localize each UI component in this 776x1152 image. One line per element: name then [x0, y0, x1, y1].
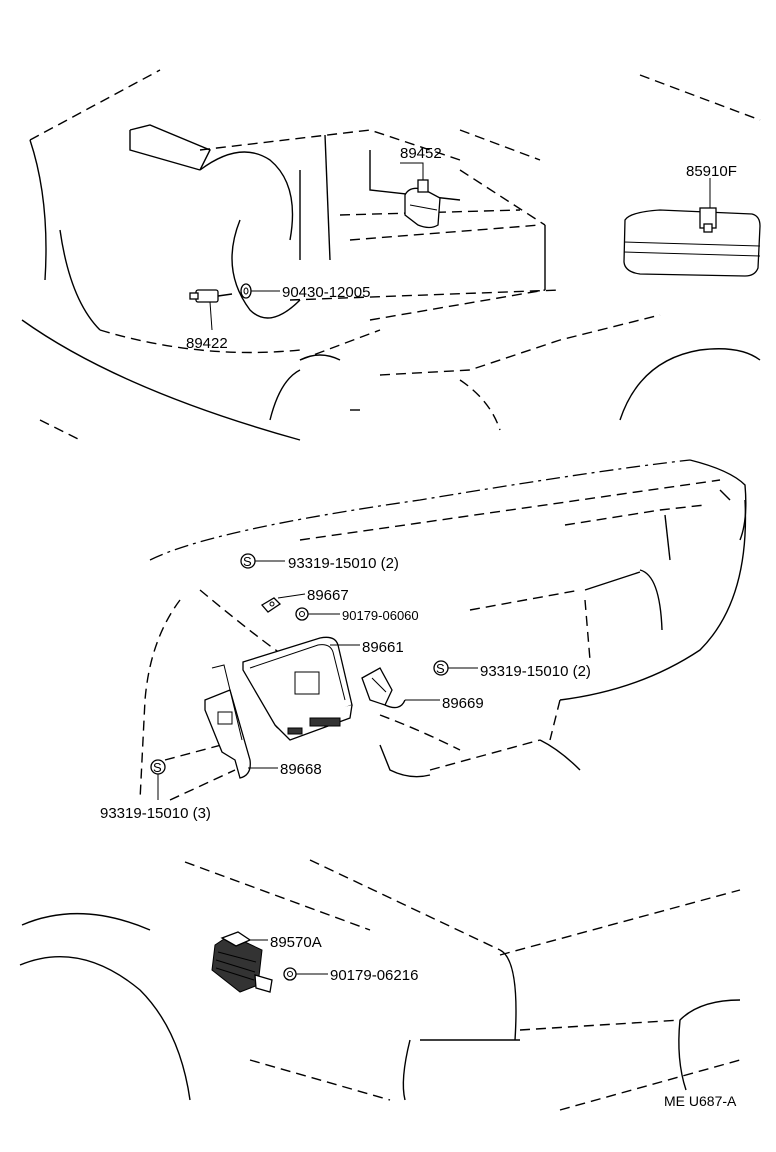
label-93319-15010-c: 93319-15010 (3) [100, 805, 211, 822]
washer-90430-icon [240, 283, 252, 299]
label-89661: 89661 [362, 639, 404, 656]
label-93319-15010-b: 93319-15010 (2) [480, 663, 591, 680]
module-89570A-icon [211, 931, 273, 993]
svg-text:S: S [436, 661, 445, 676]
connector-89669-icon [361, 667, 406, 709]
svg-text:S: S [153, 760, 162, 775]
label-85910F: 85910F [686, 163, 737, 180]
fender-section: 89570A 90179-06216 ME U687-A [19, 859, 741, 1111]
label-90179-06060: 90179-06060 [342, 608, 419, 623]
sensor-89422-icon [189, 289, 233, 303]
nut-90179-06060-icon [295, 607, 309, 621]
dashboard-section: 89668 89661 89667 90179-06060 S [100, 459, 747, 822]
label-89669: 89669 [442, 695, 484, 712]
nut-90179-06216-icon [283, 967, 297, 981]
relay-box-85910F-icon [623, 207, 761, 277]
label-90179-06216: 90179-06216 [330, 967, 418, 984]
label-89452: 89452 [400, 145, 442, 162]
label-89668: 89668 [280, 761, 322, 778]
label-89667: 89667 [307, 587, 349, 604]
engine-bay-section: 89452 85910F 89422 90430-12005 [21, 69, 761, 441]
label-89422: 89422 [186, 335, 228, 352]
bracket-89668-icon [204, 664, 251, 779]
label-90430-12005: 90430-12005 [282, 284, 370, 301]
standard-part-symbol-2: S [433, 660, 449, 676]
svg-text:S: S [243, 554, 252, 569]
diagram-code: ME U687-A [664, 1093, 737, 1109]
standard-part-symbol-1: S [240, 553, 256, 569]
bracket-89667-icon [260, 597, 282, 613]
standard-part-symbol-3: S [150, 759, 166, 775]
ecu-89661-icon [242, 636, 353, 741]
sensor-89452-icon [404, 179, 441, 229]
label-89570A: 89570A [270, 934, 322, 951]
label-93319-15010-a: 93319-15010 (2) [288, 555, 399, 572]
